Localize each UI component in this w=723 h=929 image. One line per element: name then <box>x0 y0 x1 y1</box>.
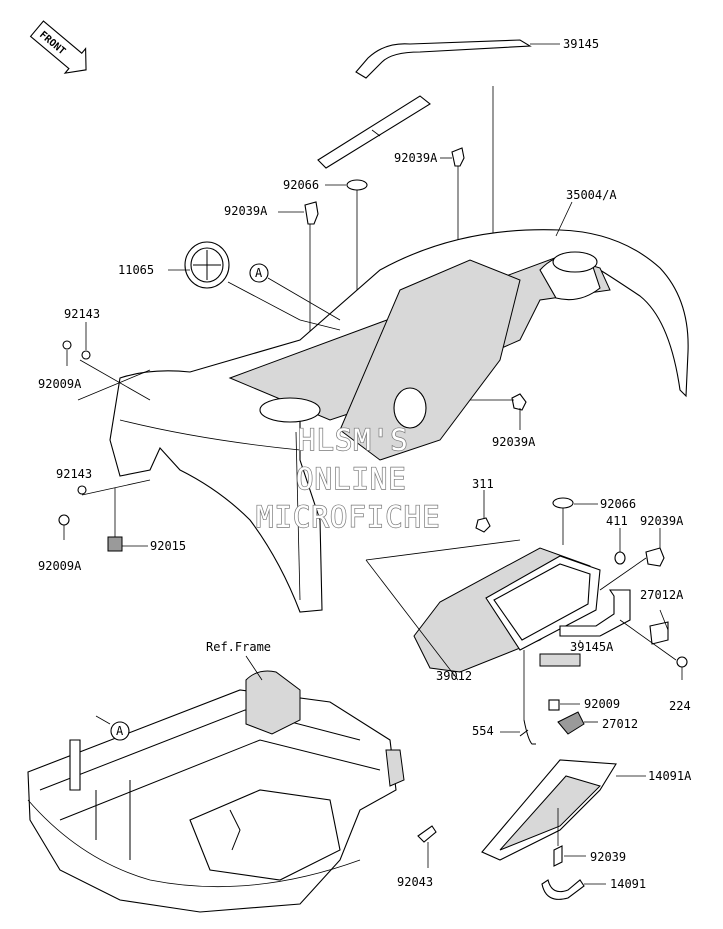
label-14091: 14091 <box>610 877 646 891</box>
washer-411-icon <box>614 551 626 565</box>
bolt-92009-icon <box>548 699 560 711</box>
label-14091a: 14091A <box>648 769 692 783</box>
label-ref-frame: Ref.Frame <box>206 640 271 654</box>
clip-92039a-right-icon <box>470 393 527 430</box>
label-554: 554 <box>472 724 494 738</box>
screw-224-icon <box>619 619 688 680</box>
label-92039a-box: 92039A <box>640 514 684 528</box>
rivet-92039-icon <box>553 808 563 867</box>
cap-92066-box-icon <box>552 497 574 545</box>
ref-frame-drawing <box>27 670 405 913</box>
label-92009: 92009 <box>584 697 620 711</box>
label-92039a-top: 92039A <box>394 151 438 165</box>
label-411: 411 <box>606 514 628 528</box>
latch-27012-icon <box>557 711 585 735</box>
strip-39145a-icon <box>539 589 631 667</box>
front-arrow-icon <box>29 20 87 74</box>
handle-14091-icon <box>541 879 585 900</box>
bolts-left-bottom-icon <box>58 479 151 552</box>
label-92039a-mid: 92039A <box>224 204 268 218</box>
bolts-left-top-icon <box>62 340 151 401</box>
plate-11065-icon <box>184 241 230 289</box>
label-92043: 92043 <box>397 875 433 889</box>
callout-a-top-text: A <box>255 266 263 280</box>
storage-box-39012 <box>365 539 601 681</box>
label-92009a-top: 92009A <box>38 377 82 391</box>
watermark-line-2: ONLINE <box>296 462 407 496</box>
nut-311-icon <box>475 490 491 533</box>
label-92143-bot: 92143 <box>56 467 92 481</box>
label-39145a: 39145A <box>570 640 614 654</box>
label-35004a: 35004/A <box>566 188 617 202</box>
label-39145: 39145 <box>563 37 599 51</box>
front-arrow-badge: FRONT <box>29 20 87 74</box>
label-39012: 39012 <box>436 669 472 683</box>
part-39145-strip <box>317 39 532 169</box>
tray-14091a <box>481 699 646 861</box>
label-92066-box: 92066 <box>600 497 636 511</box>
label-92066-top: 92066 <box>283 178 319 192</box>
label-92039: 92039 <box>590 850 626 864</box>
label-92143-top: 92143 <box>64 307 100 321</box>
label-92039a-right: 92039A <box>492 435 536 449</box>
callout-a-bottom: A <box>95 715 130 741</box>
watermark-line-1: HLSM'S <box>298 423 409 457</box>
rear-fender-35004a <box>109 229 689 613</box>
label-311: 311 <box>472 477 494 491</box>
label-224: 224 <box>669 699 691 713</box>
callout-a-top: A <box>249 263 341 321</box>
leader-11065-b <box>227 281 301 321</box>
pin-554-icon <box>519 650 536 745</box>
bolt-92043-icon <box>417 825 437 868</box>
label-11065: 11065 <box>118 263 154 277</box>
watermark: HLSM'S ONLINE MICROFICHE <box>255 422 441 534</box>
label-27012a: 27012A <box>640 588 684 602</box>
label-27012: 27012 <box>602 717 638 731</box>
watermark-line-3: MICROFICHE <box>256 500 441 534</box>
part-labels: 39145 92039A 92066 35004/A 92039A 11065 … <box>38 37 692 891</box>
label-92009a-bot: 92009A <box>38 559 82 573</box>
label-92015: 92015 <box>150 539 186 553</box>
callout-a-bottom-text: A <box>116 724 124 738</box>
clip-92039a-box-icon <box>599 547 665 591</box>
bracket-27012a-icon <box>649 609 669 645</box>
